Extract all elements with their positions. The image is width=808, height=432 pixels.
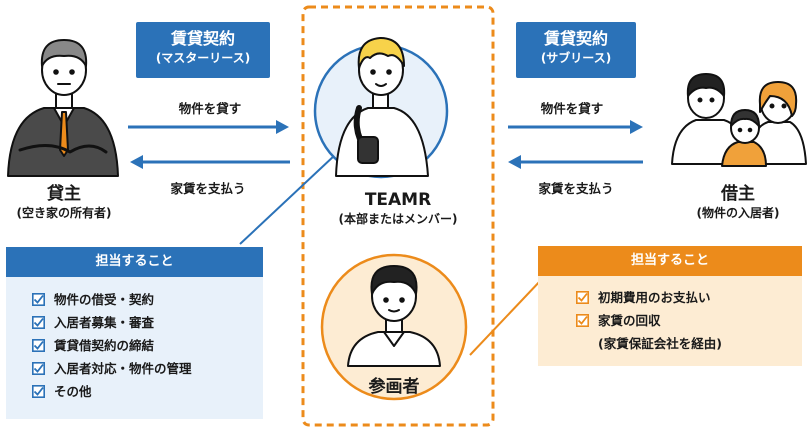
lender-person-icon [7,39,119,177]
left-leader-line [239,154,336,245]
right-bottom-arrow-label: 家賃を支払う [538,181,614,196]
checkbox-icon [576,291,589,304]
list-item-label: 入居者対応・物件の管理 [54,361,192,376]
borrower-name: 借主 [721,184,755,204]
teamr-label: TEAMR (本部またはメンバー) [316,189,480,227]
dashed-frame [301,5,495,427]
right-top-arrow-label: 物件を貸す [540,101,604,116]
list-item-note: (家賃保証会社を経由) [598,336,722,351]
left-contract-subtitle: (マスターリース) [155,51,251,65]
left-top-arrow [128,120,289,134]
right-panel-list: 初期費用のお支払い 家賃の回収 (家賃保証会社を経由) [538,276,802,355]
left-panel-header: 担当すること [6,247,263,277]
list-item-label: 物件の借受・契約 [54,292,155,307]
list-item: その他 [32,380,263,403]
left-top-arrow-label: 物件を貸す [178,101,242,116]
right-panel-header: 担当すること [538,246,802,276]
participant-label: 参画者 [344,376,444,398]
list-item: 家賃の回収 [576,309,802,332]
teamr-name: TEAMR [364,190,432,210]
teamr-sub: (本部またはメンバー) [338,212,458,226]
participant-name: 参画者 [368,377,420,397]
checkbox-icon [32,339,45,352]
left-panel-list: 物件の借受・契約 入居者募集・審査 賃貸借契約の締結 入居者対応・物件の管理 そ… [6,277,263,403]
right-responsibility-panel: 担当すること 初期費用のお支払い 家賃の回収 (家賃保証会社を経由) [538,246,802,366]
right-top-arrow [508,120,643,134]
participant-person-icon [347,265,441,367]
left-responsibility-panel: 担当すること 物件の借受・契約 入居者募集・審査 賃貸借契約の締結 入居者対応・… [6,247,263,419]
list-item-label: 入居者募集・審査 [54,315,155,330]
list-item: 初期費用のお支払い [576,286,802,309]
borrower-sub: (物件の入居者) [696,206,780,220]
list-item: 物件の借受・契約 [32,288,263,311]
checkbox-icon [32,362,45,375]
borrower-family-icon [671,73,807,167]
list-item-label: 賃貸借契約の締結 [54,338,155,353]
left-contract-box: 賃貸契約 (マスターリース) [136,22,270,78]
teamr-person-icon [335,37,429,177]
right-contract-subtitle: (サブリース) [540,51,612,65]
left-bottom-arrow-label: 家賃を支払う [170,181,246,196]
list-item-label: 家賃の回収 [598,313,661,328]
right-contract-box: 賃貸契約 (サブリース) [516,22,636,78]
checkbox-icon [576,314,589,327]
left-contract-title: 賃貸契約 [170,29,235,48]
list-item-label: その他 [54,384,92,399]
checkbox-icon [32,316,45,329]
list-item: 入居者対応・物件の管理 [32,357,263,380]
checkbox-icon [32,385,45,398]
list-item: 賃貸借契約の締結 [32,334,263,357]
lender-name: 貸主 [47,184,81,204]
right-contract-title: 賃貸契約 [543,29,608,48]
list-item: 入居者募集・審査 [32,311,263,334]
right-bottom-arrow [508,155,643,169]
left-bottom-arrow [130,155,290,169]
lender-sub: (空き家の所有者) [16,206,112,220]
list-item-label: 初期費用のお支払い [598,290,711,305]
lender-label: 貸主 (空き家の所有者) [0,183,128,221]
borrower-label: 借主 (物件の入居者) [676,183,800,221]
checkbox-icon [32,293,45,306]
